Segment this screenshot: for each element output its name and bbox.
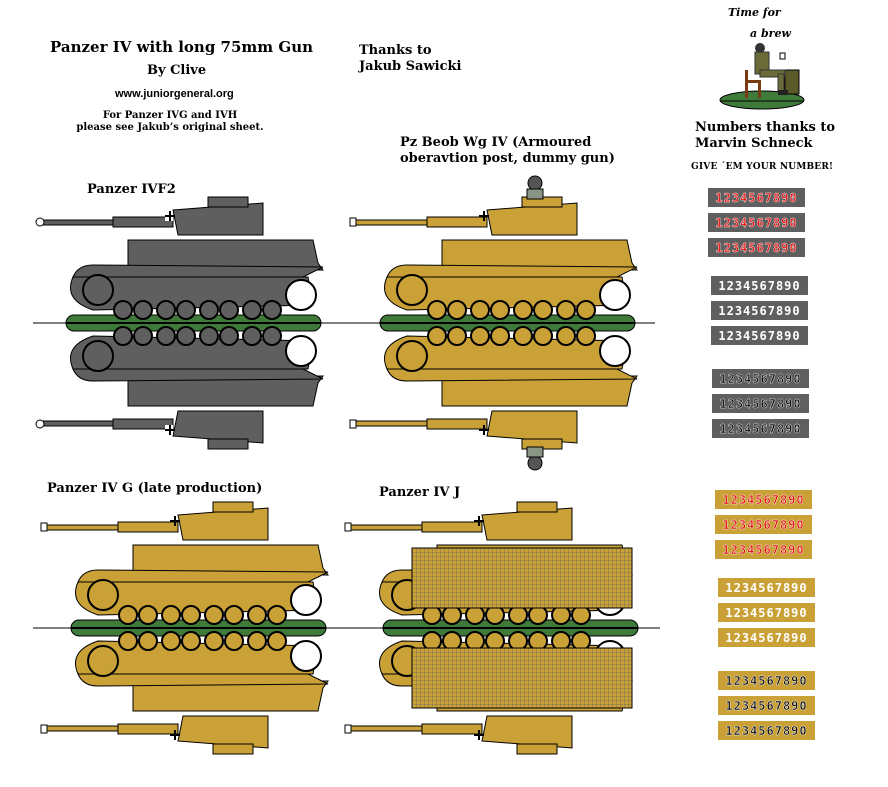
variant-note: For Panzer IVG and IVH please see Jakub’… bbox=[70, 110, 270, 134]
tank-label-beob-line1: Pz Beob Wg IV (Armoured bbox=[400, 135, 592, 150]
number-strip-grey-white[interactable]: 1234567890 bbox=[711, 276, 808, 295]
variant-note-line2: please see Jakub’s original sheet. bbox=[76, 122, 264, 133]
number-strip-grey-red[interactable]: 1234567890 bbox=[708, 213, 805, 232]
number-strip-yellow-red[interactable]: 1234567890 bbox=[715, 490, 812, 509]
numbers-credit-line2: Marvin Schneck bbox=[695, 136, 813, 151]
number-strip-grey-white[interactable]: 1234567890 bbox=[711, 326, 808, 345]
number-strip-grey-black[interactable]: 1234567890 bbox=[712, 369, 809, 388]
variant-note-line1: For Panzer IVG and IVH bbox=[102, 110, 238, 121]
brew-caption: Time for a brew bbox=[728, 6, 791, 40]
thanks-credit: Thanks to Jakub Sawicki bbox=[359, 43, 461, 75]
tank-label-ivg: Panzer IV G (late production) bbox=[47, 481, 263, 496]
author-credit: By Clive bbox=[147, 63, 207, 78]
tank-ivf2-drawing bbox=[33, 196, 343, 450]
tank-ivg-drawing bbox=[33, 501, 343, 755]
brew-line2: a brew bbox=[750, 27, 791, 40]
slogan: GIVE ´EM YOUR NUMBER! bbox=[691, 162, 834, 172]
number-strip-grey-black[interactable]: 1234567890 bbox=[712, 394, 809, 413]
website-link[interactable]: www.juniorgeneral.org bbox=[115, 88, 234, 100]
number-strip-yellow-black[interactable]: 1234567890 bbox=[718, 671, 815, 690]
soldier-tea-icon bbox=[719, 43, 805, 110]
numbers-credit-line1: Numbers thanks to bbox=[695, 120, 836, 135]
number-strip-yellow-white[interactable]: 1234567890 bbox=[718, 578, 815, 597]
numbers-credit: Numbers thanks to Marvin Schneck bbox=[695, 120, 835, 152]
observer-icon bbox=[526, 175, 544, 471]
number-strip-yellow-black[interactable]: 1234567890 bbox=[718, 696, 815, 715]
number-strip-yellow-red[interactable]: 1234567890 bbox=[715, 540, 812, 559]
tank-label-beob: Pz Beob Wg IV (Armoured oberavtion post,… bbox=[400, 135, 615, 167]
tank-beob-drawing bbox=[335, 175, 655, 471]
number-strip-grey-black[interactable]: 1234567890 bbox=[712, 419, 809, 438]
tank-label-ivj: Panzer IV J bbox=[379, 485, 461, 500]
thanks-line1: Thanks to bbox=[359, 43, 432, 58]
thanks-line2: Jakub Sawicki bbox=[359, 59, 462, 74]
tank-label-beob-line2: oberavtion post, dummy gun) bbox=[400, 151, 615, 166]
sheet-title: Panzer IV with long 75mm Gun bbox=[50, 38, 314, 56]
tank-ivj-drawing bbox=[340, 501, 660, 755]
brew-line1: Time for bbox=[728, 6, 781, 19]
number-strip-yellow-white[interactable]: 1234567890 bbox=[718, 628, 815, 647]
number-strip-yellow-red[interactable]: 1234567890 bbox=[715, 515, 812, 534]
tank-label-ivf2: Panzer IVF2 bbox=[87, 182, 176, 197]
number-strip-grey-white[interactable]: 1234567890 bbox=[711, 301, 808, 320]
number-strip-grey-red[interactable]: 1234567890 bbox=[708, 188, 805, 207]
number-strip-grey-red[interactable]: 1234567890 bbox=[708, 238, 805, 257]
number-strip-yellow-black[interactable]: 1234567890 bbox=[718, 721, 815, 740]
number-strip-yellow-white[interactable]: 1234567890 bbox=[718, 603, 815, 622]
